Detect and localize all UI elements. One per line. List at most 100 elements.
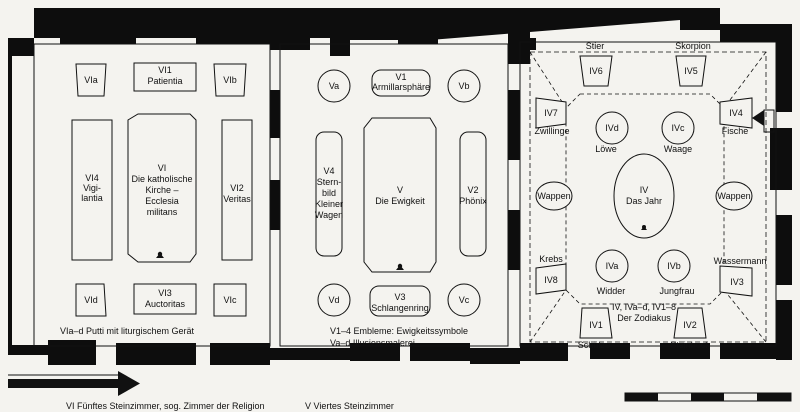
label-widder-code: IVa <box>606 261 619 271</box>
inner-dashed-frame <box>565 93 725 305</box>
legend-v-2: Va–d Illusionsmalerei <box>330 338 415 348</box>
room-vi-outline <box>33 43 271 347</box>
legend-v-1: V1–4 Embleme: Ewigkeitssymbole <box>330 326 468 336</box>
label-phoenix-code: V2 <box>467 185 478 195</box>
wall-segment <box>520 38 536 50</box>
wall-segment <box>116 343 196 365</box>
panel-patientia <box>133 62 197 92</box>
caption-right: V Viertes Steinzimmer <box>305 401 394 411</box>
room-v-outline <box>279 43 509 347</box>
wall-segment <box>776 42 792 112</box>
medallion-v-b <box>447 69 481 103</box>
wall-segment <box>60 38 136 44</box>
label-vi-d: VId <box>84 295 98 305</box>
label-loewe-name: Löwe <box>595 144 617 154</box>
wall-segment <box>410 343 470 361</box>
label-v-center-name: Die Ewigkeit <box>375 196 425 206</box>
label-vigilantia-code: VI4 <box>85 173 99 183</box>
diagonal <box>723 289 767 343</box>
label-zwillinge-name: Zwillinge <box>534 126 569 136</box>
lamp-icon <box>397 263 403 269</box>
panel-vi-center <box>127 113 197 263</box>
medallion-loewe <box>595 111 629 145</box>
wall-segment <box>680 8 720 30</box>
wappen-left <box>535 181 573 211</box>
wall-segment <box>34 8 330 38</box>
wall-segment <box>660 343 710 359</box>
label-jungfrau-code: IVb <box>667 261 681 271</box>
label-vi-center-line1: Die katholische <box>131 174 192 184</box>
label-schlangenring-name: Schlangenring <box>371 303 429 313</box>
wall-segment <box>776 215 792 285</box>
label-v-center-code: V <box>397 185 403 195</box>
label-fische-name: Fische <box>722 126 749 136</box>
scale-bar-segment <box>625 393 658 401</box>
wall-segment <box>48 340 96 365</box>
wall-segment <box>770 128 792 190</box>
wall-segment <box>470 348 520 364</box>
label-steinbock-name: Steinbock <box>670 340 710 350</box>
wall-segment <box>330 8 350 56</box>
panel-skorpion <box>675 55 707 87</box>
label-waage-code: IVc <box>671 123 685 133</box>
panel-fische <box>719 97 753 129</box>
label-vi-center-code: VI <box>158 163 167 173</box>
label-schuetze-code: IV1 <box>589 320 603 330</box>
label-sternbild-line1: Stern- <box>317 177 342 187</box>
medallion-waage <box>661 111 695 145</box>
wall-segment <box>430 8 680 40</box>
wall-segment <box>350 343 400 361</box>
medallion-v-c <box>447 283 481 317</box>
panel-wassermann <box>719 265 753 297</box>
wall-segment <box>508 90 520 160</box>
panel-sternbild <box>315 131 343 257</box>
label-v-b: Vb <box>458 81 469 91</box>
wall-segment <box>720 343 792 359</box>
label-vi-center-line3: Ecclesia <box>145 196 179 206</box>
label-widder-name: Widder <box>597 286 626 296</box>
panel-armillarsphaere <box>371 69 431 97</box>
label-phoenix-name: Phönix <box>459 196 487 206</box>
wall-segment <box>8 345 48 355</box>
label-patientia-code: VI1 <box>158 65 172 75</box>
label-sternbild-line4: Wagen <box>315 210 343 220</box>
label-waage-name: Waage <box>664 144 692 154</box>
label-v-d: Vd <box>328 295 339 305</box>
wall-segment <box>270 180 280 230</box>
medallion-v-a <box>317 69 351 103</box>
panel-schuetze <box>579 307 613 339</box>
label-armillarsphaere-code: V1 <box>395 72 406 82</box>
panel-auctoritas <box>133 283 197 315</box>
scale-bar-segment <box>691 393 724 401</box>
scale-bar-segment <box>757 393 791 401</box>
label-das-jahr-name: Das Jahr <box>626 196 662 206</box>
label-krebs-name: Krebs <box>539 254 563 264</box>
lamp-icon <box>642 225 646 229</box>
lamp-icon <box>157 251 163 257</box>
label-schlangenring-code: V3 <box>394 292 405 302</box>
panel-v-center <box>363 117 437 273</box>
panel-zwillinge <box>535 97 567 129</box>
room-iv-outline <box>519 41 777 347</box>
wall-segment <box>8 38 34 56</box>
panel-vi-a <box>75 63 107 97</box>
wall-segment <box>720 24 792 42</box>
label-skorpion-code: IV5 <box>684 66 698 76</box>
label-wassermann-name: Wassermann <box>714 256 767 266</box>
label-sternbild-code: V4 <box>323 166 334 176</box>
label-stier-code: IV6 <box>589 66 603 76</box>
label-jungfrau-name: Jungfrau <box>659 286 694 296</box>
label-armillarsphaere-name: Armillarsphäre <box>372 82 430 92</box>
wall-segment <box>270 90 280 138</box>
panel-vi-b <box>213 63 247 97</box>
room-vi <box>71 62 253 317</box>
label-schuetze-name: Schütze <box>578 340 611 350</box>
label-fische-code: IV4 <box>729 108 743 118</box>
panel-krebs <box>535 263 567 295</box>
wall-segment <box>508 26 530 64</box>
panel-schlangenring <box>369 285 431 317</box>
label-vi-a: VIa <box>84 75 98 85</box>
label-vi-b: VIb <box>223 75 237 85</box>
label-wassermann-code: IV3 <box>730 277 744 287</box>
